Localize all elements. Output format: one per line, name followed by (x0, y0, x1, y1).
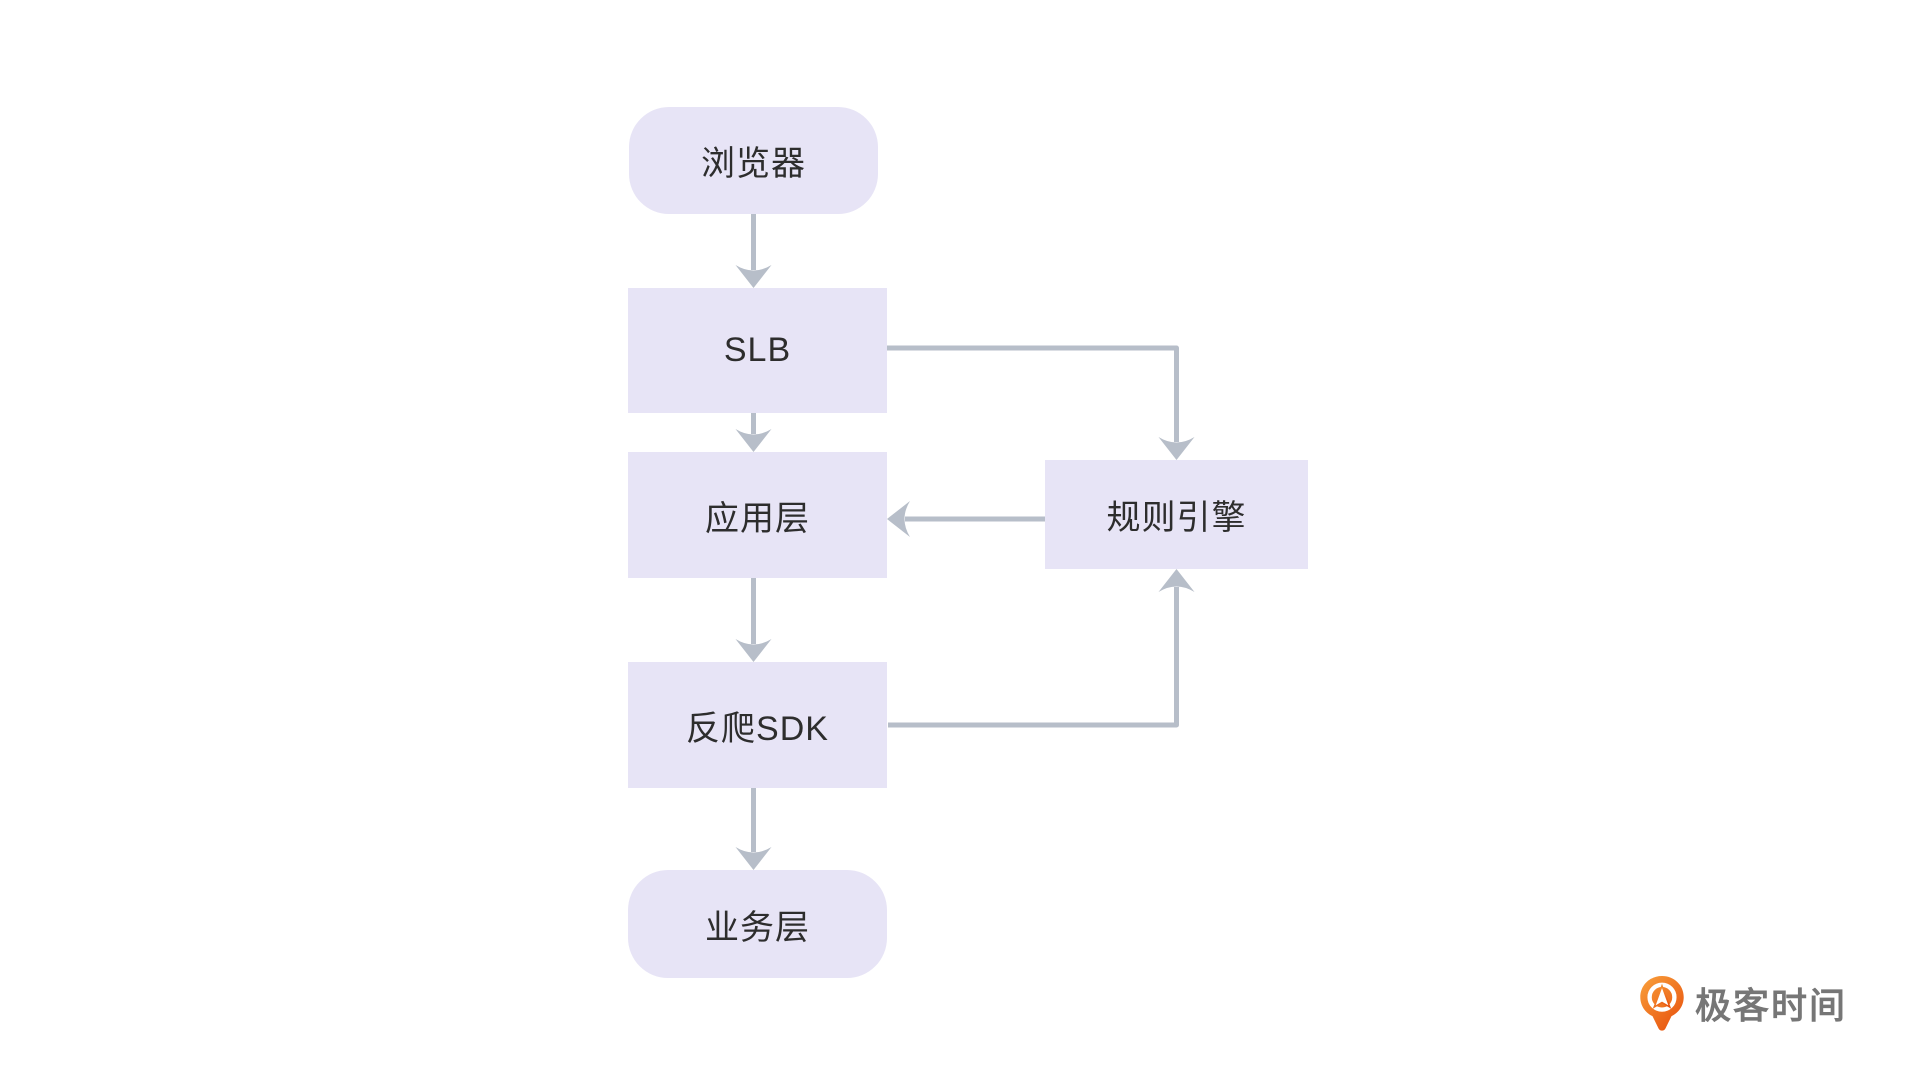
node-slb: SLB (628, 288, 887, 413)
node-app-layer: 应用层 (628, 452, 887, 578)
node-app-layer-label: 应用层 (705, 499, 810, 538)
node-browser-label: 浏览器 (701, 145, 806, 183)
edge-sdk-to-rule-engine (888, 569, 1195, 728)
node-business-layer: 业务层 (628, 870, 887, 978)
geektime-pin-icon (1640, 976, 1684, 1031)
node-anti-crawl-sdk: 反爬SDK (628, 662, 887, 788)
node-business-layer-label: 业务层 (705, 908, 810, 947)
node-slb-label: SLB (723, 331, 792, 369)
geektime-logo-text: 极客时间 (1694, 985, 1847, 1026)
edge-slb-to-rule-engine (887, 345, 1195, 460)
node-rule-engine-label: 规则引擎 (1106, 499, 1247, 537)
geektime-logo: 极客时间 (1639, 975, 1847, 1037)
node-anti-crawl-sdk-label: 反爬SDK (686, 709, 829, 748)
node-rule-engine: 规则引擎 (1045, 460, 1308, 569)
node-browser: 浏览器 (629, 107, 878, 214)
